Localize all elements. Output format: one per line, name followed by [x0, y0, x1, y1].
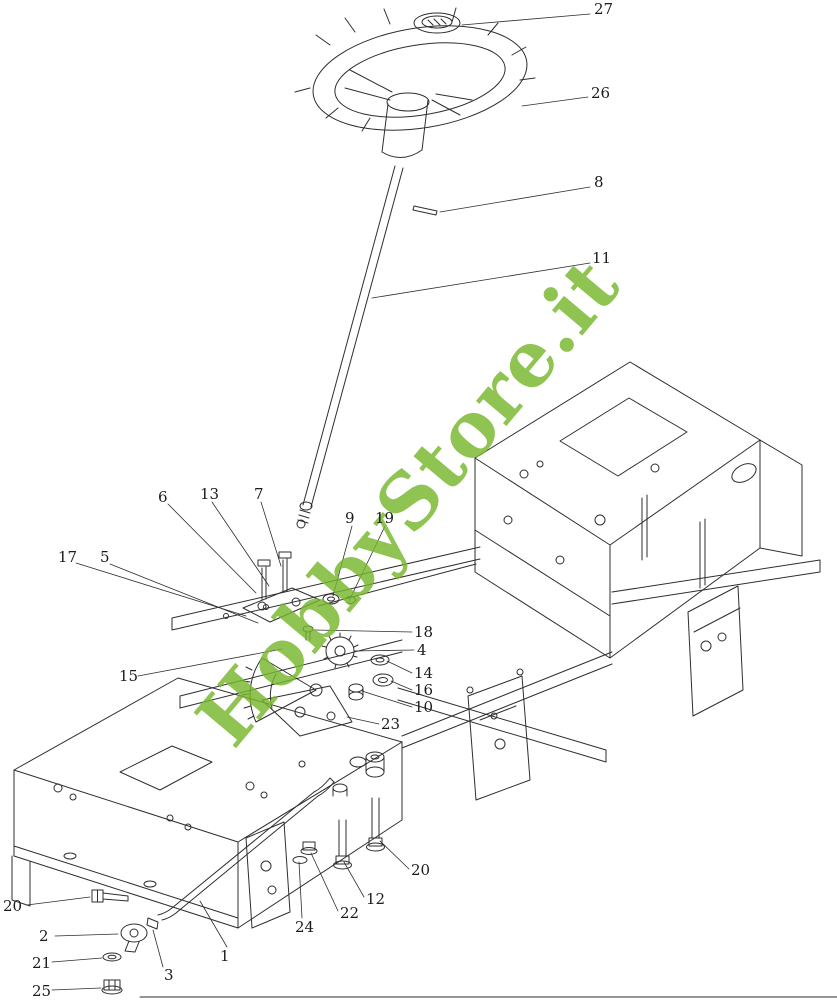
- part-label-4: 4: [417, 641, 427, 659]
- support-bracket-left: [245, 821, 291, 929]
- part-label-15: 15: [119, 667, 139, 685]
- part-label-6: 6: [158, 488, 168, 506]
- part-label-21: 21: [32, 954, 52, 972]
- washer-21: [102, 952, 122, 962]
- part-label-12: 12: [366, 890, 386, 908]
- part-label-16: 16: [414, 681, 434, 699]
- part-label-22: 22: [340, 904, 360, 922]
- bolt-20-left: [91, 889, 129, 903]
- part-label-9: 9: [345, 509, 355, 527]
- part-label-19: 19: [375, 509, 395, 527]
- part-label-1: 1: [220, 947, 230, 965]
- part-label-11: 11: [592, 249, 612, 267]
- part-label-20-left: 20: [3, 897, 23, 915]
- part-label-20-right: 20: [411, 861, 431, 879]
- part-label-3: 3: [164, 966, 174, 984]
- leader-lines: [26, 13, 591, 991]
- part-label-7: 7: [254, 485, 264, 503]
- support-bracket-right: [687, 585, 744, 717]
- frame-rails: [171, 546, 821, 763]
- part-label-13: 13: [200, 485, 220, 503]
- part-label-5: 5: [100, 548, 110, 566]
- steering-cap: [413, 12, 461, 34]
- part-label-8: 8: [594, 173, 604, 191]
- part-label-27: 27: [594, 0, 614, 18]
- part-label-24: 24: [295, 918, 315, 936]
- frame-left: [11, 677, 403, 929]
- steering-gear-cluster: [241, 551, 394, 737]
- steering-shaft: [296, 165, 404, 529]
- bushing-stack: [332, 751, 385, 797]
- part-label-2: 2: [39, 927, 49, 945]
- support-bracket-mid: [467, 675, 531, 801]
- part-label-25: 25: [32, 982, 52, 1000]
- roll-pin: [412, 205, 438, 216]
- part-label-14: 14: [414, 664, 434, 682]
- bolt-group-right: [292, 797, 385, 870]
- part-label-26: 26: [591, 84, 611, 102]
- steering-wheel: [294, 7, 536, 158]
- nut-25: [101, 979, 123, 995]
- part-label-10: 10: [414, 698, 434, 716]
- part-label-18: 18: [414, 623, 434, 641]
- frame-tower: [474, 361, 803, 659]
- part-label-17: 17: [58, 548, 78, 566]
- part-label-23: 23: [381, 715, 401, 733]
- drag-link: [120, 777, 335, 953]
